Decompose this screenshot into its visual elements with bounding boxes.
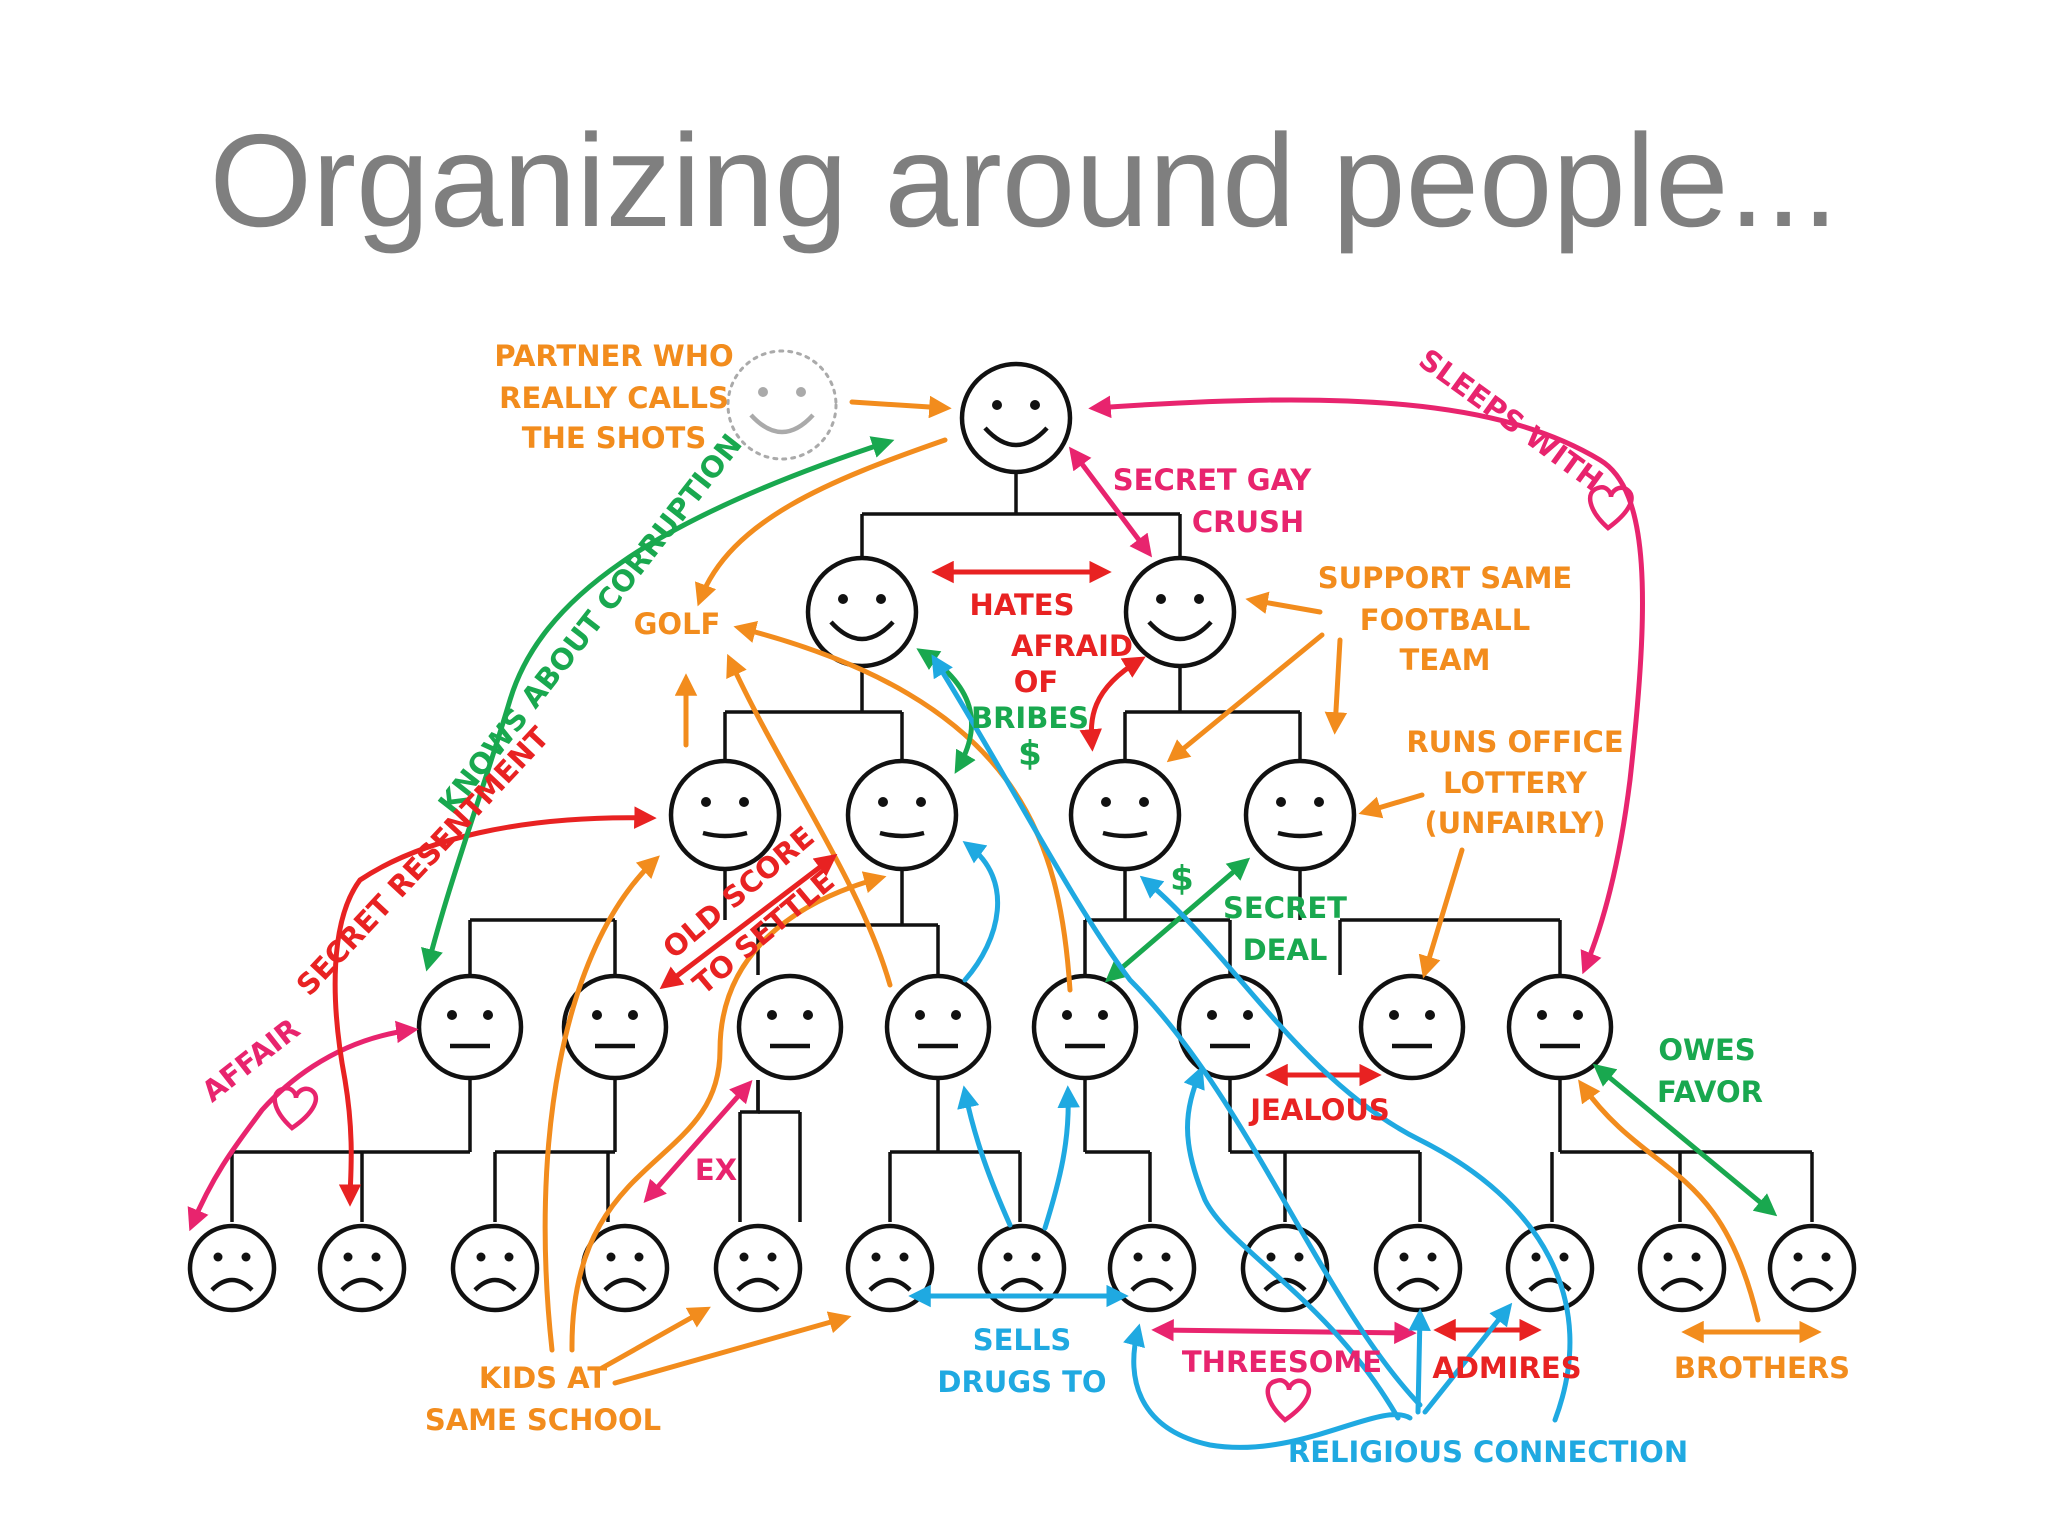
- label-lottery-2: LOTTERY: [1443, 766, 1588, 800]
- face-l4-10: [1373, 1223, 1463, 1313]
- slide-title: Organizing around people...: [209, 107, 1839, 254]
- label-kids-1: KIDS AT: [479, 1361, 608, 1395]
- label-golf: GOLF: [634, 607, 721, 641]
- label-threesome: THREESOME: [1182, 1345, 1382, 1379]
- face-top-boss: [959, 361, 1073, 475]
- arrow-blue-religious-4: [1422, 1302, 1513, 1415]
- heart-icon: [272, 1086, 319, 1131]
- face-l4-4: [580, 1223, 670, 1313]
- arrow-blue-sells-2: [957, 1085, 1013, 1228]
- label-football-3: TEAM: [1400, 643, 1491, 677]
- label-sleeps-with: SLEEPS WITH: [1413, 342, 1609, 498]
- heart-icons: [272, 485, 1634, 1423]
- label-owes-favor-2: FAVOR: [1657, 1075, 1763, 1109]
- label-ex: EX: [695, 1153, 737, 1187]
- face-l3-8: [1506, 973, 1614, 1081]
- arrow-football-1: [1245, 591, 1323, 615]
- face-l3-1: [416, 973, 524, 1081]
- label-secret-resentment: SECRET RESENTMENT: [290, 720, 556, 1002]
- arrow-threesome: [1151, 1318, 1417, 1345]
- arrow-lottery-2: [1418, 847, 1465, 979]
- label-afraid: AFRAID: [1011, 629, 1133, 663]
- face-l2-4: [1243, 758, 1357, 872]
- face-l4-2: [317, 1223, 407, 1313]
- arrow-blue-religious-2: [1123, 1323, 1413, 1450]
- label-religious-connection: RELIGIOUS CONNECTION: [1288, 1435, 1688, 1469]
- heart-icon: [1587, 485, 1634, 531]
- arrow-blue-religious-3: [1408, 1308, 1431, 1415]
- face-l4-1: [187, 1223, 277, 1313]
- face-l3-7: [1358, 973, 1466, 1081]
- arrow-kids-4: [612, 1311, 852, 1386]
- label-secret-gay-crush-2: CRUSH: [1192, 505, 1304, 539]
- label-hates: HATES: [970, 588, 1075, 622]
- arrow-blue-long-2: [1139, 875, 1573, 1423]
- face-l1-right: [1123, 555, 1237, 669]
- label-bribes: BRIBES: [971, 701, 1089, 735]
- label-lottery-3: (UNFAIRLY): [1424, 806, 1605, 840]
- arrow-afraid-of: [1079, 656, 1146, 752]
- arrow-blue-religious-1: [1183, 1065, 1401, 1421]
- face-l4-12: [1637, 1223, 1727, 1313]
- partner-face: [726, 349, 838, 461]
- label-sells-drugs-1: SELLS: [973, 1323, 1072, 1357]
- arrow-football-3: [1324, 637, 1348, 735]
- face-l3-6: [1176, 973, 1284, 1081]
- heart-icon: [1265, 1378, 1312, 1423]
- arrow-blue-sells-3: [1042, 1085, 1080, 1231]
- label-owes-favor-1: OWES: [1658, 1033, 1755, 1067]
- label-partner-line3: THE SHOTS: [522, 421, 706, 455]
- face-l1-left: [805, 555, 919, 669]
- face-l4-8: [1107, 1223, 1197, 1313]
- arrow-secret-gay-crush: [1068, 446, 1153, 558]
- arrow-blue-l3-to-l2: [962, 840, 1001, 983]
- face-l2-3: [1068, 758, 1182, 872]
- hierarchy-lines: [230, 472, 1814, 1222]
- label-partner-line1: PARTNER WHO: [494, 339, 733, 373]
- face-l2-2: [845, 758, 959, 872]
- label-kids-2: SAME SCHOOL: [425, 1403, 661, 1437]
- label-jealous: JEALOUS: [1248, 1093, 1390, 1127]
- face-l4-5: [713, 1223, 803, 1313]
- face-l4-11: [1505, 1223, 1595, 1313]
- arrow-kids-3: [599, 1306, 711, 1371]
- arrow-knows-corruption: [421, 436, 895, 972]
- label-sells-drugs-2: DRUGS TO: [937, 1365, 1106, 1399]
- arrow-owes-favor: [1592, 1063, 1778, 1217]
- label-secret-gay-crush-1: SECRET GAY: [1113, 463, 1312, 497]
- label-bribes-dollar: $: [1018, 734, 1042, 774]
- face-l3-3: [736, 973, 844, 1081]
- face-l4-13: [1767, 1223, 1857, 1313]
- label-football-2: FOOTBALL: [1360, 603, 1530, 637]
- face-l3-4: [884, 973, 992, 1081]
- arrow-lottery-1: [1358, 792, 1425, 819]
- arrow-secret-deal: [1104, 857, 1251, 983]
- face-l4-3: [450, 1223, 540, 1313]
- label-lottery-1: RUNS OFFICE: [1406, 725, 1623, 759]
- arrow-blue-long-1: [931, 654, 1423, 1408]
- label-secret-deal-dollar: $: [1170, 859, 1194, 899]
- label-football-1: SUPPORT SAME: [1318, 561, 1573, 595]
- face-l4-9: [1240, 1223, 1330, 1313]
- arrow-ex: [643, 1079, 753, 1204]
- label-secret-deal-1: SECRET: [1223, 891, 1347, 925]
- arrow-partner-to-boss: [849, 395, 952, 419]
- label-brothers: BROTHERS: [1674, 1351, 1850, 1385]
- label-secret-deal-2: DEAL: [1243, 933, 1328, 967]
- label-partner-line2: REALLY CALLS: [499, 381, 729, 415]
- label-of: OF: [1014, 665, 1058, 699]
- face-l3-5: [1031, 973, 1139, 1081]
- label-admires: ADMIRES: [1432, 1351, 1581, 1385]
- label-affair: AFFAIR: [195, 1012, 306, 1109]
